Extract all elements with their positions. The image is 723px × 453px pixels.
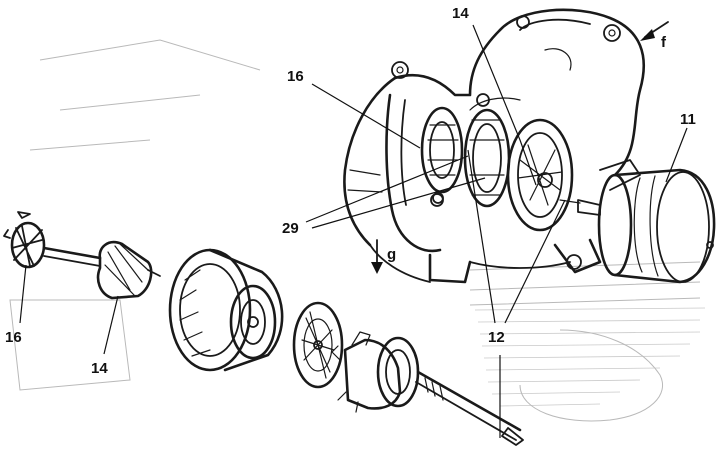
label-g: g [387,246,397,263]
label-11: 11 [680,111,696,128]
turbine-wheel [96,240,161,300]
housing-flange [385,61,490,253]
heat-shield-disc [292,301,344,389]
label-12: 12 [488,329,505,346]
label-14-top: 14 [452,5,469,22]
vane-rings [420,106,574,232]
label-29: 29 [282,220,299,237]
label-16-bottom: 16 [5,329,22,346]
label-14-bottom: 14 [91,360,108,377]
label-16-top: 16 [287,68,304,85]
compressor-wheel-shaft [3,211,102,269]
direction-arrows [371,21,669,274]
center-housing [168,248,284,372]
wastegate-actuator [559,168,716,284]
background-bleedthrough [9,39,706,422]
label-f: f [661,34,666,51]
leader-lines [19,24,688,438]
vtg-cartridge [331,331,524,446]
turbine-housing [343,8,645,284]
